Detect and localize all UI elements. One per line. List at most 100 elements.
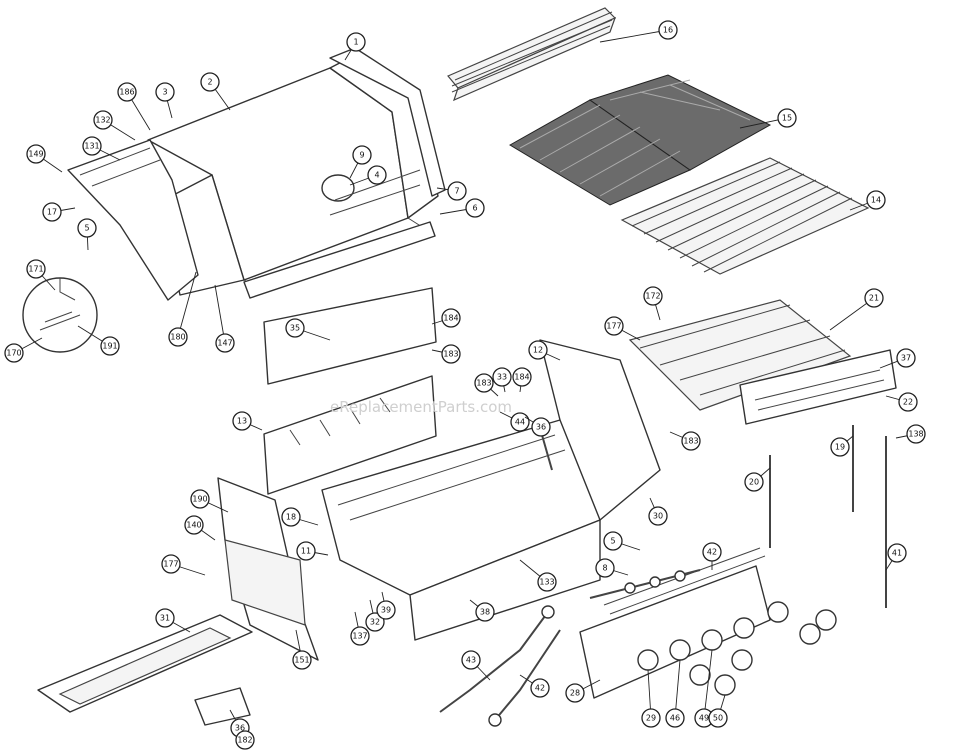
part-callout: 33 [492, 367, 512, 387]
callout-number: 21 [869, 294, 879, 303]
callout-bubble [441, 344, 461, 364]
burner-tubes [628, 299, 897, 425]
callout-bubble [26, 144, 46, 164]
part-callout: 15 [777, 108, 797, 128]
part-callout: 42 [530, 678, 550, 698]
callout-number: 50 [713, 714, 723, 723]
callout-bubble [864, 288, 884, 308]
callout-number: 28 [570, 689, 580, 698]
callout-bubble [603, 531, 623, 551]
callout-number: 8 [602, 564, 607, 573]
callout-number: 172 [645, 292, 660, 301]
callout-bubble [168, 327, 188, 347]
part-callout: 4 [367, 165, 387, 185]
callout-number: 183 [476, 379, 491, 388]
part-callout: 44 [510, 412, 530, 432]
callout-number: 38 [480, 608, 490, 617]
warming-rack [447, 7, 617, 102]
callout-bubble [161, 554, 181, 574]
callout-bubble [190, 489, 210, 509]
part-callout: 28 [565, 683, 585, 703]
part-callout: 35 [285, 318, 305, 338]
part-callout: 16 [658, 20, 678, 40]
callout-number: 133 [539, 578, 554, 587]
callout-bubble [777, 108, 797, 128]
cooking-grates [509, 74, 772, 206]
callout-bubble [465, 198, 485, 218]
callout-bubble [26, 259, 46, 279]
callout-bubble [4, 343, 24, 363]
heat-deflector-panels [263, 287, 437, 495]
callout-number: 14 [871, 196, 881, 205]
callout-number: 37 [901, 354, 911, 363]
left-side-panel [217, 477, 319, 661]
callout-bubble [510, 412, 530, 432]
cookbox [321, 339, 661, 641]
callout-number: 147 [217, 339, 232, 348]
callout-number: 1 [353, 38, 358, 47]
callout-bubble [641, 708, 661, 728]
part-callout: 170 [4, 343, 24, 363]
callout-bubble [184, 515, 204, 535]
callout-number: 184 [443, 314, 458, 323]
callout-number: 36 [536, 423, 546, 432]
callout-leader [177, 271, 197, 338]
part-callout: 180 [168, 327, 188, 347]
callout-number: 177 [163, 560, 178, 569]
callout-number: 19 [835, 443, 845, 452]
callout-bubble [475, 602, 495, 622]
part-callout: 11 [296, 541, 316, 561]
part-callout: 8 [595, 558, 615, 578]
callout-bubble [117, 82, 137, 102]
part-callout: 17 [42, 202, 62, 222]
callout-bubble [528, 340, 548, 360]
callout-number: 190 [192, 495, 207, 504]
part-callout: 138 [906, 424, 926, 444]
callout-number: 177 [606, 322, 621, 331]
part-callout: 1 [346, 32, 366, 52]
catch-pan [194, 687, 251, 726]
part-callout: 36 [531, 417, 551, 437]
part-callout: 13 [232, 411, 252, 431]
callout-bubble [441, 308, 461, 328]
callout-number: 16 [663, 26, 673, 35]
control-knobs [637, 601, 837, 696]
callout-bubble [352, 145, 372, 165]
part-callout: 18 [281, 507, 301, 527]
part-callout: 50 [708, 708, 728, 728]
part-callout: 183 [681, 431, 701, 451]
part-callout: 182 [235, 730, 255, 750]
valve-manifold [589, 569, 701, 599]
callout-number: 6 [472, 204, 477, 213]
part-callout: 46 [665, 708, 685, 728]
part-callout: 38 [475, 602, 495, 622]
callout-bubble [93, 110, 113, 130]
callout-bubble [461, 650, 481, 670]
callout-bubble [82, 136, 102, 156]
callout-bubble [537, 572, 557, 592]
callout-number: 36 [235, 724, 245, 733]
callout-bubble [281, 507, 301, 527]
lid-end-cap [67, 139, 199, 301]
part-callout: 186 [117, 82, 137, 102]
part-callout: 177 [604, 316, 624, 336]
callout-bubble [665, 708, 685, 728]
callout-bubble [643, 286, 663, 306]
control-panel [579, 547, 771, 699]
callout-number: 180 [170, 333, 185, 342]
part-callout: 37 [896, 348, 916, 368]
callout-bubble [296, 541, 316, 561]
callout-bubble [365, 612, 385, 632]
callout-bubble [896, 348, 916, 368]
callout-number: 30 [653, 512, 663, 521]
callout-number: 9 [359, 151, 364, 160]
part-callout: 31 [155, 608, 175, 628]
part-callout: 20 [744, 472, 764, 492]
part-callout: 19 [830, 437, 850, 457]
callout-number: 43 [466, 656, 476, 665]
part-callout: 12 [528, 340, 548, 360]
part-callout: 184 [512, 367, 532, 387]
callout-number: 44 [515, 418, 525, 427]
part-callout: 140 [184, 515, 204, 535]
callout-bubble [232, 411, 252, 431]
